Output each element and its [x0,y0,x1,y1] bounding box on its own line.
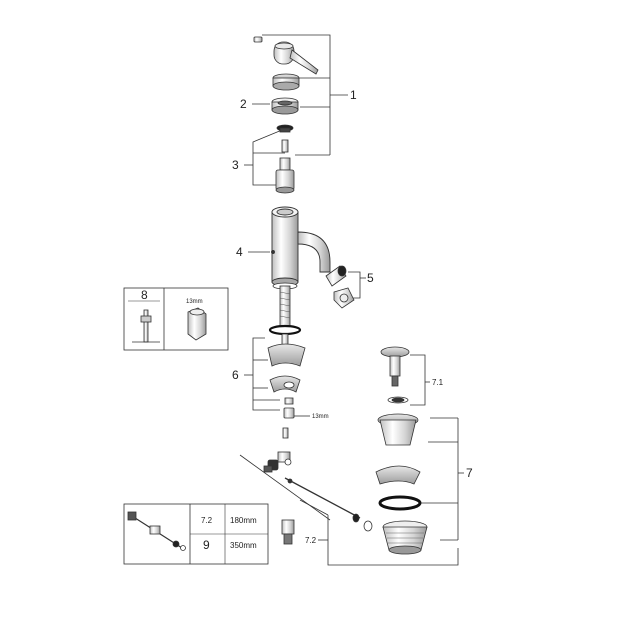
spindle [281,139,289,153]
callout-6: 6 [232,368,239,382]
drain-washer [375,465,421,485]
pivot-rod [284,477,361,519]
table-row-2-id: 9 [203,538,210,552]
hex-socket-tool [187,307,207,341]
mounting-assembly [267,282,306,439]
horseshoe-washer [267,343,306,367]
tool-box-label: 8 [141,288,148,302]
connector-clip [281,519,295,545]
wrench-size-label: 13mm [312,414,329,420]
rod-set-icon [127,511,186,551]
tool-box-size: 13mm [186,299,203,305]
hex-nut [283,407,295,419]
adapter-ring [271,97,299,115]
o-ring [268,324,302,336]
aerator-assembly [325,265,355,309]
drain-assembly [375,346,428,555]
lever-arm [289,49,319,75]
spout [297,231,331,273]
popup-plug [380,346,410,358]
drain-seal [378,495,422,511]
leader-lines [244,34,464,566]
callout-7-1: 7.1 [432,378,444,387]
callout-1: 1 [350,88,357,102]
table-row-2-length: 350mm [230,541,257,550]
table-row-1-length: 180mm [230,516,257,525]
tool-box [123,287,229,351]
callout-3: 3 [232,158,239,172]
threaded-shank [279,285,291,327]
parts-table [123,503,269,565]
screw-cap [253,36,263,43]
callout-7-2: 7.2 [305,536,317,545]
popup-linkage [239,451,373,545]
hex-key-tool [132,309,160,343]
callout-4: 4 [236,245,243,259]
faucet-body [271,206,331,287]
drain-body-upper [379,419,417,446]
handle-assembly [253,36,319,91]
callout-7: 7 [466,466,473,480]
table-row-1-id: 7.2 [201,516,213,525]
callout-5: 5 [367,271,374,285]
cartridge-assembly [275,124,295,194]
callout-2: 2 [240,97,247,111]
